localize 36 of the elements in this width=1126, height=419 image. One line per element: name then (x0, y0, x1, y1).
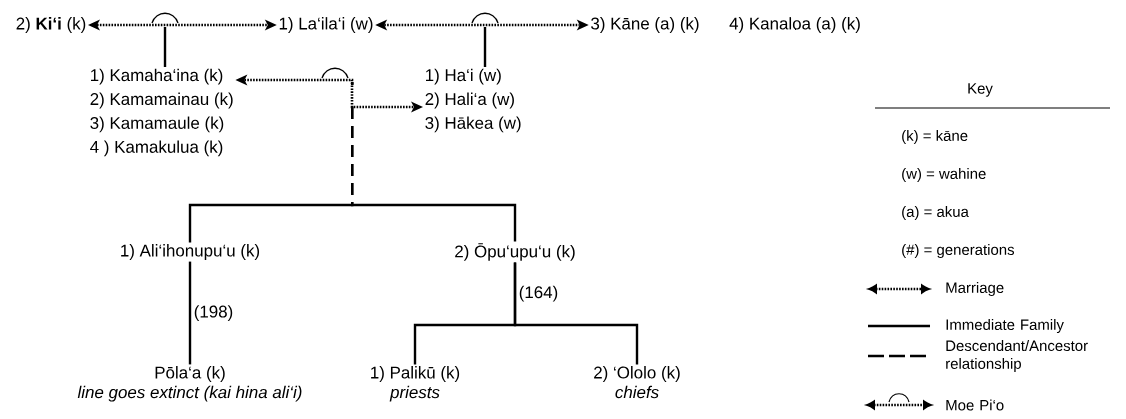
caption-text: line goes extinct (kai hina ali‘i) (77, 385, 302, 402)
family-line (483, 27, 487, 67)
moe-pio-arc (471, 12, 499, 24)
legend-text: Immediate Family (946, 319, 1064, 333)
legend-text: Marriage (946, 282, 1004, 296)
caption-text: chiefs (615, 385, 659, 399)
marriage-arrow (88, 19, 277, 31)
name-label: 2) Ki‘i (k) (16, 17, 86, 33)
legend-text: Moe Pi‘o (946, 399, 1004, 411)
marriage-arrow (375, 19, 589, 31)
descent-line (351, 82, 517, 242)
key-text: (a) = akua (902, 206, 969, 220)
name-list: 1) Ha‘i (w) 2) Hali‘a (w) 3) Hākea (w) (425, 68, 521, 133)
family-line (188, 261, 192, 365)
key-text: (#) = generations (902, 244, 1014, 258)
name-list: 1) Kamaha‘ina (k) 2) Kamamainau (k) 3) Kamamaule (k) 4 ) Kamakulua (k) (90, 68, 233, 157)
name-label: 3) Kāne (a) (k) (591, 17, 699, 33)
name-label: 2) ‘Ololo (k) (594, 366, 680, 382)
edge-label: (164) (517, 284, 560, 304)
moe-pio-arc (151, 12, 179, 24)
key-heading: Key (968, 83, 993, 97)
family-line (513, 262, 639, 365)
legend-text: Descendant/Ancestor relationship (946, 340, 1088, 372)
name-label: Pōla‘a (k) (155, 366, 225, 382)
name-label: 4) Kanaloa (a) (k) (729, 17, 860, 33)
edge-label: (198) (192, 303, 235, 323)
marriage-arrow (235, 74, 423, 113)
key-text: (w) = wahine (902, 168, 986, 182)
name-label: 1) Palikū (k) (371, 366, 460, 382)
key-text: (k) = kāne (902, 130, 968, 144)
name-label: 1) La‘ila‘i (w) (279, 17, 373, 33)
moe-pio-arc (321, 67, 349, 79)
name-label: 1) Ali‘ihonupu‘u (k) (121, 244, 260, 260)
family-line (163, 27, 167, 67)
name-label: 2) Ōpu‘upu‘u (k) (455, 243, 575, 261)
caption-text: priests (389, 385, 440, 402)
